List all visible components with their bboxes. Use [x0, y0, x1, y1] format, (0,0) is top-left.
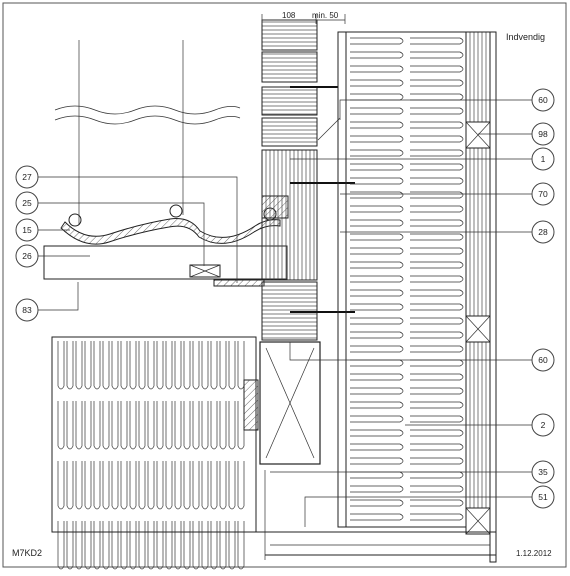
callout-label: 2 [541, 420, 546, 430]
callouts-left: 27 25 15 26 83 [15, 165, 39, 322]
ceiling-insulation [51, 336, 266, 570]
roof-tiles [60, 218, 281, 245]
callout-label: 35 [538, 467, 548, 477]
callout-label: 26 [22, 251, 32, 261]
side-label: Indvendig [506, 32, 545, 42]
leader-83 [38, 282, 79, 311]
drawing-code: M7KD2 [12, 548, 42, 558]
roof-section [43, 40, 288, 287]
callout-label: 25 [22, 198, 32, 208]
callouts-right: 60 98 1 70 28 60 2 35 51 [531, 88, 555, 509]
masonry-wall [259, 19, 355, 465]
callout-label: 1 [541, 154, 546, 164]
dimensions: 108 min. 50 [261, 11, 346, 24]
leader-51 [304, 496, 532, 527]
leader-60-bot [289, 342, 532, 361]
callout-label: 27 [22, 172, 32, 182]
callout-label: 28 [538, 227, 548, 237]
drawing-frame [2, 2, 567, 568]
tile-outline [54, 105, 241, 115]
callout-label: 15 [22, 225, 32, 235]
vent-box [189, 264, 221, 278]
drawing-date: 1.12.2012 [516, 549, 552, 558]
soffit-plate [213, 279, 265, 287]
fascia-board [43, 245, 288, 280]
tile-outline [54, 115, 241, 125]
callout-label: 98 [538, 129, 548, 139]
callout-label: 60 [538, 355, 548, 365]
dimension-label: 108 [282, 11, 296, 20]
tile-batten [169, 204, 183, 218]
callout-label: 83 [22, 305, 32, 315]
inner-wall [52, 31, 497, 563]
callout-label: 70 [538, 189, 548, 199]
dimension-label: min. 50 [312, 11, 339, 20]
leader-27 [38, 176, 238, 283]
callout-label: 60 [538, 95, 548, 105]
leader-25 [38, 202, 205, 266]
leader-60-top [339, 99, 532, 120]
callout-label: 51 [538, 492, 548, 502]
tile-batten [68, 213, 82, 227]
